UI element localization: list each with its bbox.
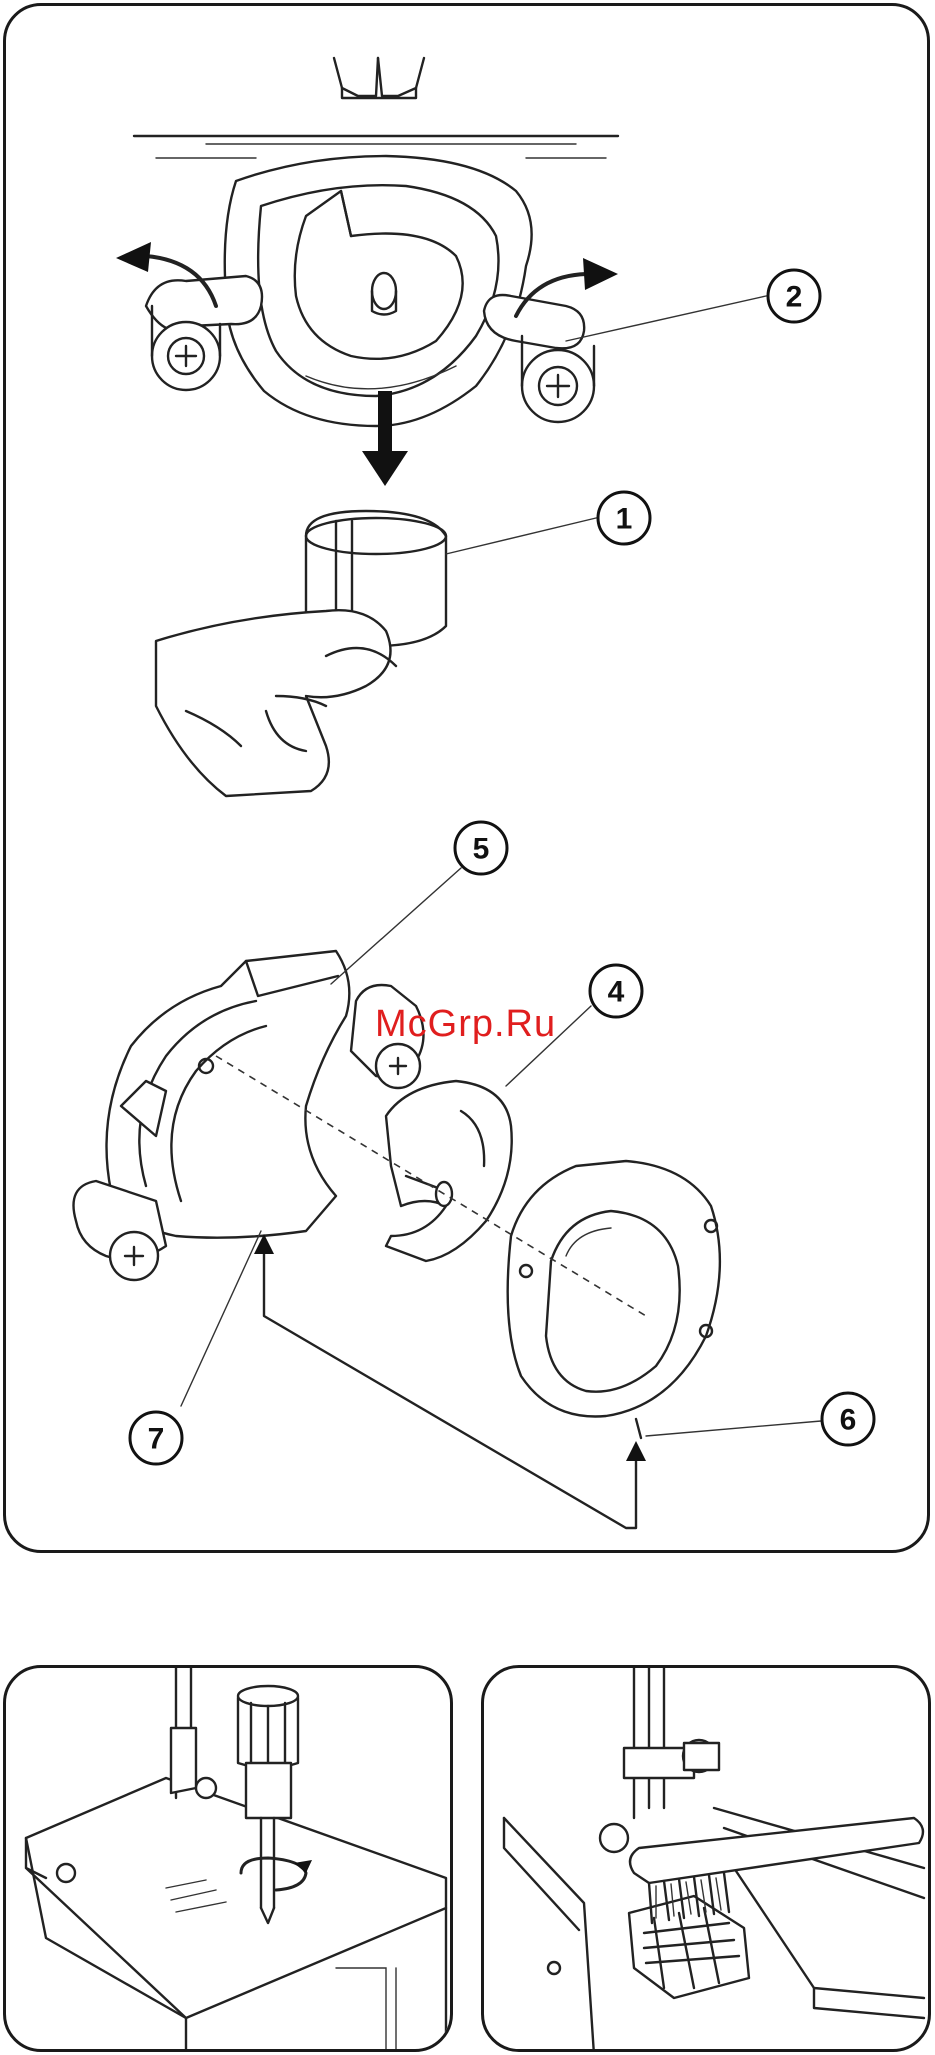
- feed-dog-cleaning-panel: [481, 1665, 931, 2052]
- cleaning-brush-diagram: [484, 1668, 931, 2052]
- hook-race-cover-ring: [508, 1161, 720, 1438]
- presser-foot: [334, 58, 424, 98]
- hook-race-removal-panel: 2 1: [3, 3, 930, 1553]
- svg-text:7: 7: [148, 1423, 165, 1456]
- hook-race-body: [74, 951, 424, 1280]
- callout-6: 6: [646, 1393, 874, 1445]
- needle-bar: [171, 1668, 216, 1798]
- feed-dogs: [629, 1896, 749, 1998]
- needle-plate: [26, 1778, 446, 2052]
- svg-text:5: 5: [473, 833, 490, 866]
- presser-foot-shank: [600, 1668, 719, 1852]
- hand-holding-bobbin-case: [156, 511, 446, 796]
- hook-race-diagram: 2 1: [6, 6, 930, 1553]
- screwdriver-diagram: [6, 1668, 453, 2052]
- needle-plate-edge: [134, 136, 618, 158]
- svg-text:1: 1: [616, 503, 633, 536]
- hook-race-housing: [225, 156, 532, 426]
- svg-text:4: 4: [608, 976, 625, 1009]
- svg-text:6: 6: [840, 1404, 857, 1437]
- watermark: McGrp.Ru: [375, 1003, 556, 1046]
- callout-5: 5: [331, 822, 507, 984]
- svg-text:2: 2: [786, 281, 803, 314]
- needle-plate-removal-panel: [3, 1665, 453, 2052]
- right-hook-retainer-lever: [484, 295, 594, 422]
- callout-1: 1: [446, 492, 650, 554]
